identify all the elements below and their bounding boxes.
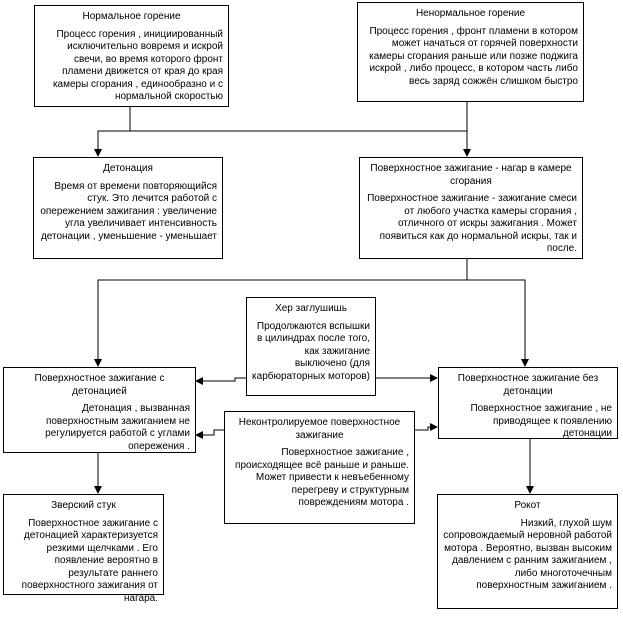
arrow-uncontrolled-left: [195, 429, 224, 439]
box-surface-without-detonation: Поверхностное зажигание без детонации По…: [438, 367, 618, 439]
box-text: Продолжаются вспышки в цилиндрах после т…: [252, 320, 370, 382]
arrow-uncontrolled-right: [414, 423, 438, 431]
box-title: Зверский стук: [51, 500, 116, 511]
box-text: Процесс горения , фронт пламени в которо…: [369, 25, 578, 87]
box-surface-with-detonation: Поверхностное зажигание с детонацией Дет…: [3, 367, 196, 453]
box-surface-ignition: Поверхностное зажигание - нагар в камере…: [359, 157, 583, 259]
box-title: Неконтролируемое поверхностное зажигание: [238, 417, 401, 441]
box-uncontrolled-surface: Неконтролируемое поверхностное зажигание…: [224, 411, 415, 524]
box-title: Нормальное горение: [82, 11, 181, 22]
arrow-run-on-left: [195, 377, 246, 385]
box-title: Рокот: [514, 500, 541, 511]
box-text: Низкий, глухой шум сопровождаемый неровн…: [443, 517, 612, 592]
box-title: Поверхностное зажигание с детонацией: [34, 373, 165, 397]
box-text: Поверхностное зажигание , происходящее в…: [235, 447, 409, 508]
box-text: Поверхностное зажигание - зажигание смес…: [367, 193, 577, 254]
arrow-to-detonation: [94, 130, 467, 157]
arrow-to-without-det: [467, 279, 529, 367]
box-detonation: Детонация Время от времени повторяющийся…: [33, 157, 223, 259]
box-text: Поверхностное зажигание , не приводящее …: [470, 403, 612, 439]
box-rumble: Рокот Низкий, глухой шум сопровождаемый …: [437, 494, 618, 609]
arrow-to-with-det: [94, 279, 467, 367]
box-text: Время от времени повторяющийся стук. Это…: [40, 180, 217, 242]
box-text: Процесс горения , инициированный исключи…: [52, 28, 223, 103]
box-text: Поверхностное зажигание с детонацией хар…: [21, 517, 158, 604]
box-abnormal-combustion: Ненормальное горение Процесс горения , ф…: [357, 2, 584, 102]
box-normal-combustion: Нормальное горение Процесс горения , ини…: [34, 5, 229, 107]
box-wild-knock: Зверский стук Поверхностное зажигание с …: [3, 494, 164, 604]
box-title: Детонация: [103, 163, 153, 174]
box-text: Детонация , вызванная поверхностным зажи…: [45, 403, 190, 452]
box-title: Хер заглушишь: [275, 303, 347, 314]
box-title: Поверхностное зажигание - нагар в камере…: [370, 163, 572, 187]
box-run-on: Хер заглушишь Продолжаются вспышки в цил…: [246, 297, 376, 396]
box-title: Ненормальное горение: [415, 8, 526, 19]
box-title: Поверхностное зажигание без детонации: [457, 373, 599, 397]
connector-normal: [129, 106, 467, 132]
